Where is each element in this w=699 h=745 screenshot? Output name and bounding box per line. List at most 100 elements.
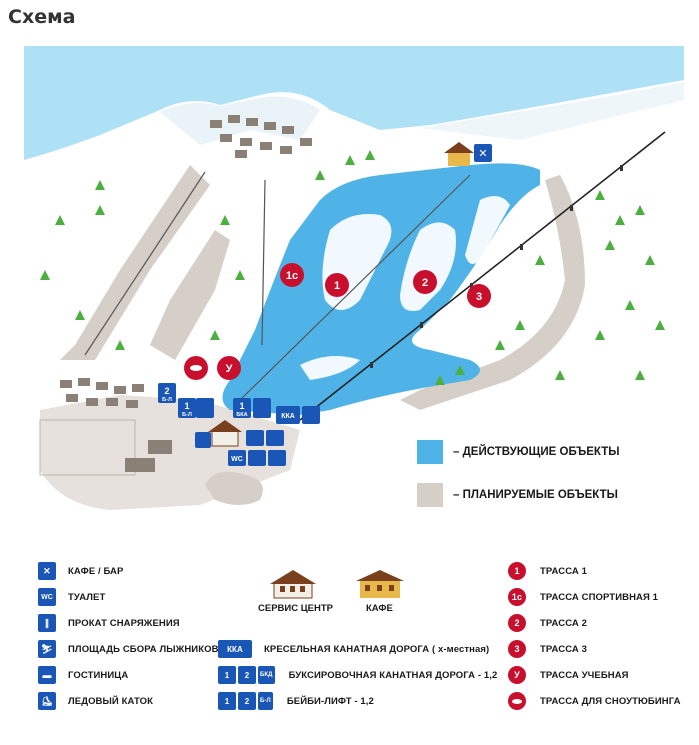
m-r1c-text: 1с xyxy=(286,270,298,282)
m-bl-a-text: Б-Л xyxy=(162,397,172,403)
ski-rental-icon: ∥ xyxy=(38,614,56,632)
base-buildings: WC xyxy=(125,420,286,472)
svg-text:✕: ✕ xyxy=(478,147,487,160)
chairlift-line xyxy=(299,131,666,421)
village-top xyxy=(210,115,312,158)
slope-island-3 xyxy=(465,196,510,264)
baby-lift-sub: Б-Л xyxy=(258,692,273,710)
m-r3-text: 3 xyxy=(476,291,482,303)
route-2-icon: 2 xyxy=(508,614,526,632)
m-lift1b-text: 1 xyxy=(239,401,244,411)
legend-route-1: 1 ТРАССА 1 xyxy=(508,562,587,580)
slope-island-4 xyxy=(300,356,360,380)
legend-hotel: ▬ ГОСТИНИЦА xyxy=(38,666,128,684)
legend-route-training-label: ТРАССА УЧЕБНАЯ xyxy=(540,669,629,681)
cafe-building-icon xyxy=(356,570,404,598)
legend-skating: ⛸ ЛЕДОВЫЙ КАТОК xyxy=(38,692,153,710)
baby-lift-icons: 1 2 Б-Л xyxy=(218,692,275,710)
tow-line-2 xyxy=(84,171,206,356)
tow-lift-icon-2: 2 xyxy=(238,666,256,684)
legend-hotel-label: ГОСТИНИЦА xyxy=(68,669,129,681)
legend-route-training: У ТРАССА УЧЕБНАЯ xyxy=(508,666,629,684)
route-marker-1: 1 xyxy=(325,273,349,297)
tow-lift-sub: БКД xyxy=(258,666,275,684)
m-bl-b-text: Б-Л xyxy=(182,412,192,418)
back-ridge xyxy=(420,82,684,140)
planned-loop xyxy=(205,471,263,505)
planned-slope-mid xyxy=(150,230,230,360)
legend-chairlift: ККА КРЕСЕЛЬНАЯ КАНАТНАЯ ДОРОГА ( х-местн… xyxy=(218,640,489,658)
m-lift1a-text: 1 xyxy=(184,401,189,411)
tow-lift-icon-1: 1 xyxy=(218,666,236,684)
route-marker-2: 2 xyxy=(413,270,437,294)
hotel-icon: ▬ xyxy=(38,666,56,684)
legend-route-2: 2 ТРАССА 2 xyxy=(508,614,587,632)
legend-route-1-label: ТРАССА 1 xyxy=(540,565,587,577)
tubing-icon xyxy=(508,692,526,710)
planned-slope-left xyxy=(60,165,210,360)
map-lift-markers: 2 Б-Л 1 Б-Л 1 БКА ККА xyxy=(158,383,320,424)
legend-active-label: – ДЕЙСТВУЮЩИЕ ОБЪЕКТЫ xyxy=(453,446,620,458)
legend-rental-label: ПРОКАТ СНАРЯЖЕНИЯ xyxy=(68,617,180,629)
legend-toilet-label: ТУАЛЕТ xyxy=(68,591,106,603)
legend-route-3: 3 ТРАССА 3 xyxy=(508,640,587,658)
legend-chairlift-label: КРЕСЕЛЬНАЯ КАНАТНАЯ ДОРОГА ( х-местная) xyxy=(264,643,490,655)
wc-icon: WC xyxy=(38,588,56,606)
route-marker-1c: 1с xyxy=(280,263,304,287)
legend-baby-lift-label: БЕЙБИ-ЛИФТ - 1,2 xyxy=(286,695,374,707)
legend-planned-label: – ПЛАНИРУЕМЫЕ ОБЪЕКТЫ xyxy=(453,489,618,501)
top-cafe-icon xyxy=(474,144,492,162)
m-r2-text: 2 xyxy=(422,277,428,289)
tow-line-1 xyxy=(239,174,471,401)
active-swatch xyxy=(417,440,443,464)
legend-toilet: WC ТУАЛЕТ xyxy=(38,588,105,606)
legend-cafe-label: КАФЕ xyxy=(366,603,393,614)
page-title: Схема xyxy=(8,6,76,28)
route-training-icon: У xyxy=(508,666,526,684)
route-1-icon: 1 xyxy=(508,562,526,580)
m-ru-text: У xyxy=(226,363,233,375)
legend-service-center-label: СЕРВИС ЦЕНТР xyxy=(258,603,333,614)
chairlift-icon: ККА xyxy=(218,640,252,658)
tow-lift-icons: 1 2 БКД xyxy=(218,666,277,684)
planned-slope-right xyxy=(400,175,585,410)
m-wc-text: WC xyxy=(231,456,243,463)
gathering-icon: ⛷ xyxy=(38,640,56,658)
legend-planned: – ПЛАНИРУЕМЫЕ ОБЪЕКТЫ xyxy=(417,483,618,507)
legend-cafe-bar-label: КАФЕ / БАР xyxy=(68,565,124,577)
active-slopes xyxy=(222,163,540,415)
legend-skating-label: ЛЕДОВЫЙ КАТОК xyxy=(68,695,154,707)
m-bka-text: БКА xyxy=(236,412,247,418)
legend-route-2-label: ТРАССА 2 xyxy=(540,617,587,629)
resort-map: ✕ 1с 1 2 3 У 2 Б-Л 1 Б-Л 1 БКА ККА xyxy=(24,46,684,510)
slope-island-2 xyxy=(400,222,456,311)
legend-baby-lift: 1 2 Б-Л БЕЙБИ-ЛИФТ - 1,2 xyxy=(218,692,374,710)
legend-rental: ∥ ПРОКАТ СНАРЯЖЕНИЯ xyxy=(38,614,180,632)
fork-knife-icon: ✕ xyxy=(38,562,56,580)
legend-tow-lift: 1 2 БКД БУКСИРОВОЧНАЯ КАНАТНАЯ ДОРОГА - … xyxy=(218,666,497,684)
legend-route-tubing-label: ТРАССА ДЛЯ СНОУТЮБИНГА xyxy=(540,695,681,707)
route-marker-3: 3 xyxy=(467,284,491,308)
m-lift2-text: 2 xyxy=(164,386,169,396)
legend-route-tubing: ТРАССА ДЛЯ СНОУТЮБИНГА xyxy=(508,692,681,710)
legend-active: – ДЕЙСТВУЮЩИЕ ОБЪЕКТЫ xyxy=(417,440,620,464)
legend-cafe-bar: ✕ КАФЕ / БАР xyxy=(38,562,123,580)
tow-line-3 xyxy=(261,179,266,346)
skate-icon: ⛸ xyxy=(38,692,56,710)
route-1c-icon: 1с xyxy=(508,588,526,606)
service-center-icon xyxy=(270,570,316,599)
route-marker-tubing xyxy=(184,356,208,380)
lift-pylons xyxy=(370,165,623,368)
village-left xyxy=(60,378,144,408)
route-3-icon: 3 xyxy=(508,640,526,658)
planned-parking xyxy=(39,419,136,476)
legend-route-1c: 1с ТРАССА СПОРТИВНАЯ 1 xyxy=(508,588,658,606)
m-kka-text: ККА xyxy=(281,413,295,420)
legend-gathering: ⛷ ПЛОЩАДЬ СБОРА ЛЫЖНИКОВ xyxy=(38,640,219,658)
legend-route-1c-label: ТРАССА СПОРТИВНАЯ 1 xyxy=(540,591,659,603)
planned-swatch xyxy=(417,483,443,507)
legend-tow-lift-label: БУКСИРОВОЧНАЯ КАНАТНАЯ ДОРОГА - 1,2 xyxy=(288,669,498,681)
route-marker-u: У xyxy=(217,356,241,380)
trees xyxy=(40,150,665,385)
legend-route-3-label: ТРАССА 3 xyxy=(540,643,587,655)
